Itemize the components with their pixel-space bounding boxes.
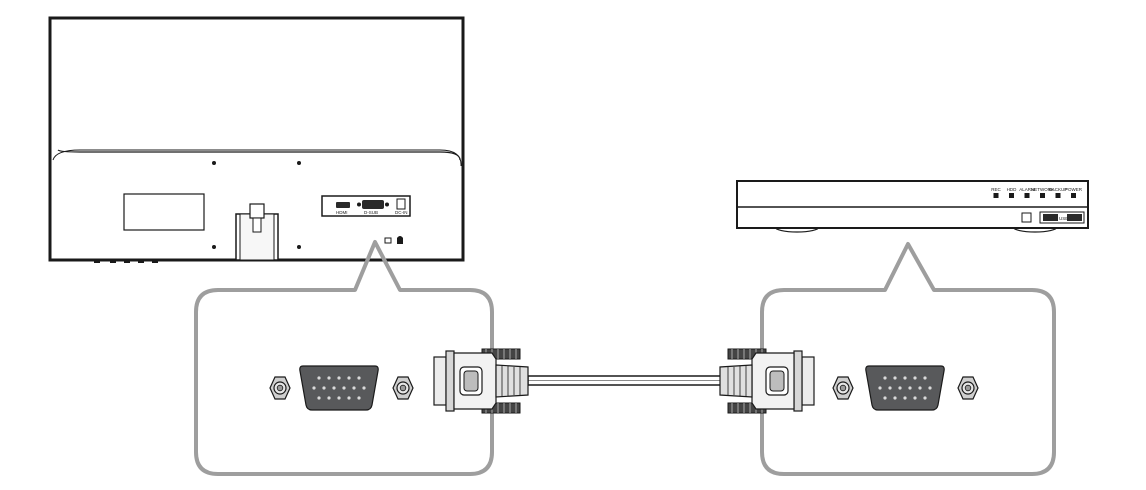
vga-plug-right <box>719 348 815 414</box>
indicator-led-power <box>1071 193 1076 198</box>
vga-plug-left <box>433 348 529 414</box>
vga-port-small <box>362 200 384 209</box>
power-button <box>1021 212 1032 223</box>
indicator-label-hdd: HDD <box>1007 187 1017 192</box>
usb-label: USB <box>1059 216 1068 221</box>
indicator-label-backup: BACKUP <box>1049 187 1068 192</box>
monitor-vga-port-zoom <box>269 365 414 411</box>
monitor-port-callout <box>194 240 494 476</box>
indicator-led-alarm <box>1024 193 1030 198</box>
indicator-led-rec <box>993 193 999 198</box>
indicator-label-network: NETWORK <box>1031 187 1054 192</box>
usb-ports: USB <box>1039 211 1085 224</box>
lock-icon <box>397 236 403 244</box>
recorder-port-callout <box>760 242 1056 476</box>
hdmi-port <box>336 202 350 208</box>
indicator-led-network <box>1040 193 1045 198</box>
label-plate <box>123 193 205 231</box>
dc-in-label: DC-IN <box>395 210 408 215</box>
monitor-rear-view: HDMI D-SUB DC-IN <box>48 16 465 263</box>
hdmi-label: HDMI <box>336 210 348 215</box>
recorder-vga-port-zoom <box>832 365 979 411</box>
indicator-label-alarm: ALARM <box>1019 187 1035 192</box>
indicator-led-hdd <box>1009 193 1014 198</box>
indicator-led-backup <box>1055 193 1061 198</box>
indicator-label-power: POWER <box>1065 187 1083 192</box>
indicator-label-rec: REC <box>991 187 1001 192</box>
monitor-buttons <box>94 260 158 263</box>
monitor-port-panel: HDMI D-SUB DC-IN <box>321 195 411 244</box>
vga-cable <box>433 348 815 414</box>
stand-mount <box>235 203 279 261</box>
vga-label: D-SUB <box>364 210 378 215</box>
